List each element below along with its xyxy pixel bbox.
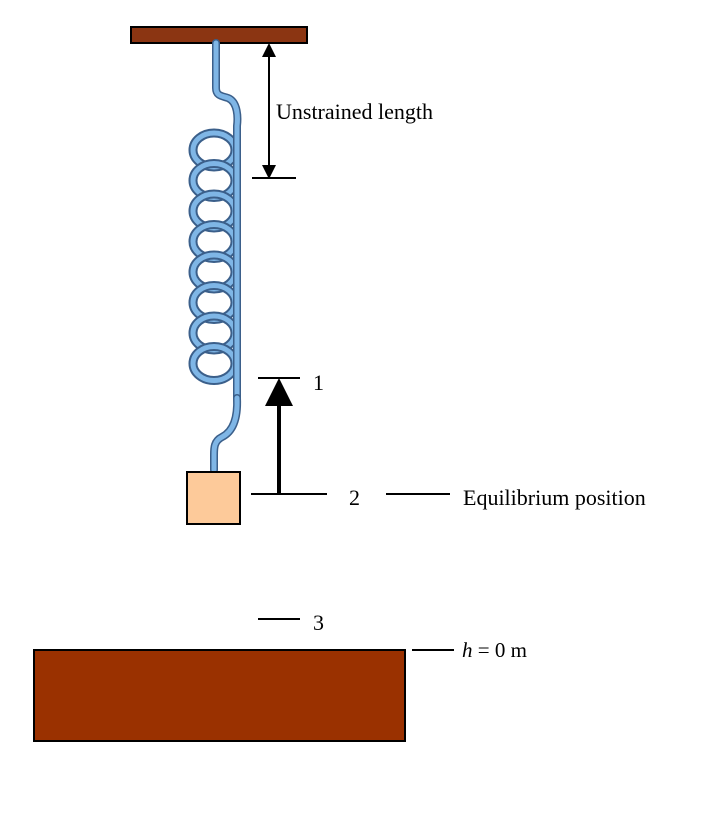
- equilibrium-label: Equilibrium position: [463, 485, 646, 510]
- mass-block: [186, 471, 241, 525]
- spring-top-hook: [212, 39, 242, 130]
- ground-block: [33, 649, 406, 742]
- position-2-label: 2: [349, 485, 360, 510]
- unstrained-length-label: Unstrained length: [276, 99, 433, 124]
- position-1-label: 1: [313, 370, 324, 395]
- h-zero-label: h = 0 m: [462, 638, 527, 662]
- spring: [188, 39, 242, 474]
- position-3-label: 3: [313, 610, 324, 635]
- spring-coils: [188, 128, 240, 385]
- h-symbol: h: [462, 638, 473, 662]
- h-value: = 0 m: [473, 638, 527, 662]
